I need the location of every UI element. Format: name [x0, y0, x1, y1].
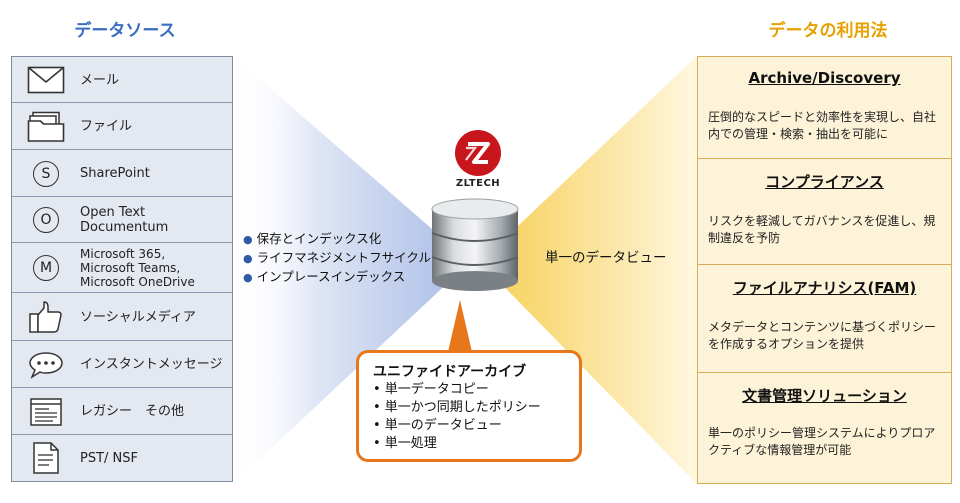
- source-item-instant-message: インスタントメッセージ: [12, 341, 232, 388]
- logo-text: ZLTECH: [455, 178, 501, 189]
- process-item: ●ライフマネジメントフサイクル: [243, 250, 431, 265]
- folder-icon: [24, 107, 68, 147]
- right-fan: [480, 56, 697, 484]
- source-label: レガシー その他: [80, 404, 185, 419]
- usage-desc: メタデータとコンテンツに基づくポリシーを作成するオプションを提供: [708, 320, 937, 351]
- source-item-pst-nsf: PST/ NSF: [12, 435, 232, 481]
- mail-icon: [24, 60, 68, 100]
- process-item: ●保存とインデックス化: [243, 231, 382, 246]
- sharepoint-icon: S: [24, 154, 68, 194]
- archive-item: • 単一のデータビュー: [373, 418, 502, 433]
- usage-title: コンプライアンス: [765, 173, 884, 191]
- usage-heading: データの利用法: [768, 21, 888, 41]
- source-item-file: ファイル: [12, 103, 232, 150]
- left-fan: [233, 56, 470, 484]
- archive-item: • 単一データコピー: [373, 382, 489, 397]
- thumbs-up-icon: [24, 297, 68, 337]
- pst-document-icon: [24, 438, 68, 478]
- usage-title: ファイルアナリシス(FAM): [732, 279, 917, 297]
- source-item-opentext: O Open Text Documentum: [12, 197, 232, 243]
- chat-bubble-icon: [24, 345, 68, 385]
- opentext-icon: O: [24, 200, 68, 240]
- archive-item: • 単一かつ同期したポリシー: [373, 400, 541, 415]
- microsoft-icon: M: [24, 248, 68, 288]
- usage-desc: 単一のポリシー管理システムによりプロアクティブな情報管理が可能: [708, 426, 936, 457]
- source-list: メール ファイル S SharePoint O Open Text Docume…: [11, 56, 233, 482]
- archive-item: • 単一処理: [373, 436, 437, 451]
- usage-item-compliance: コンプライアンス リスクを軽減してガバナンスを促進し、規制違反を予防: [698, 159, 951, 265]
- usage-title: Archive/Discovery: [748, 69, 901, 87]
- process-item: ●インプレースインデックス: [243, 269, 406, 284]
- legacy-document-icon: [24, 392, 68, 432]
- usage-item-archive: Archive/Discovery 圧倒的なスピードと効率性を実現し、自社内での…: [698, 57, 951, 159]
- usage-desc: リスクを軽減してガバナンスを促進し、規制違反を予防: [708, 214, 936, 245]
- single-data-view-label: 単一のデータビュー: [545, 250, 667, 266]
- archive-pointer: [448, 300, 472, 352]
- source-item-sharepoint: S SharePoint: [12, 150, 232, 197]
- source-item-legacy: レガシー その他: [12, 388, 232, 435]
- database-icon: [431, 198, 519, 291]
- source-label: インスタントメッセージ: [80, 357, 223, 372]
- usage-desc: 圧倒的なスピードと効率性を実現し、自社内での管理・検索・抽出を可能に: [708, 110, 937, 141]
- sources-heading: データソース: [74, 21, 176, 41]
- source-item-mail: メール: [12, 57, 232, 103]
- usage-item-file-analysis: ファイルアナリシス(FAM) メタデータとコンテンツに基づくポリシーを作成するオ…: [698, 265, 951, 373]
- source-label: Open Text Documentum: [80, 205, 169, 235]
- source-item-microsoft: M Microsoft 365, Microsoft Teams, Micros…: [12, 243, 232, 293]
- source-label: SharePoint: [80, 166, 150, 181]
- usage-title: 文書管理ソリューション: [742, 387, 907, 405]
- source-label: PST/ NSF: [80, 450, 138, 466]
- source-label: Microsoft 365, Microsoft Teams, Microsof…: [80, 247, 195, 289]
- usage-panel: Archive/Discovery 圧倒的なスピードと効率性を実現し、自社内での…: [697, 56, 952, 484]
- zltech-logo: [455, 130, 501, 176]
- source-item-social-media: ソーシャルメディア: [12, 293, 232, 341]
- usage-item-document-management: 文書管理ソリューション 単一のポリシー管理システムによりプロアクティブな情報管理…: [698, 373, 951, 483]
- source-label: メール: [80, 72, 120, 88]
- source-label: ソーシャルメディア: [80, 309, 196, 325]
- source-label: ファイル: [80, 119, 133, 134]
- process-list: ●保存とインデックス化 ●ライフマネジメントフサイクル ●インプレースインデック…: [243, 230, 431, 287]
- archive-title: ユニファイドアーカイブ: [373, 364, 527, 380]
- unified-archive-box: ユニファイドアーカイブ • 単一データコピー • 単一かつ同期したポリシー • …: [356, 350, 582, 462]
- archive-items: • 単一データコピー • 単一かつ同期したポリシー • 単一のデータビュー • …: [373, 381, 541, 453]
